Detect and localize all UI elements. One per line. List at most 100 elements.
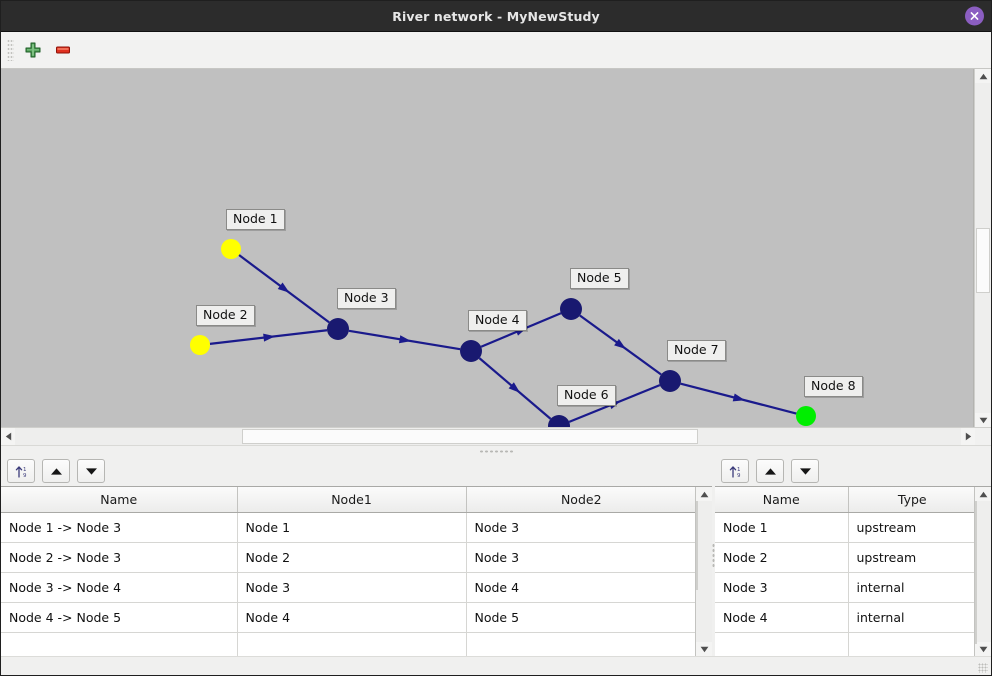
graph-node[interactable] [190, 335, 210, 355]
column-header[interactable]: Type [848, 487, 974, 513]
graph-node[interactable] [460, 340, 482, 362]
graph-horizontal-scroll-track[interactable] [15, 428, 961, 445]
nodes-scroll-down-button[interactable] [975, 642, 991, 656]
table-row-empty[interactable] [1, 632, 695, 656]
table-cell[interactable]: Node 1 -> Node 3 [1, 512, 238, 543]
close-x-icon [970, 12, 979, 20]
sort-nodes-button[interactable]: 1 9 [721, 459, 749, 483]
table-cell-empty[interactable] [1, 632, 238, 656]
graph-node[interactable] [796, 406, 816, 426]
graph-scroll-down-button[interactable] [975, 413, 991, 427]
nodes-vertical-scrollbar[interactable] [974, 487, 991, 656]
horizontal-splitter[interactable] [1, 445, 991, 456]
column-header[interactable]: Name [715, 487, 849, 513]
branches-scroll-down-button[interactable] [696, 642, 712, 656]
table-cell-empty[interactable] [237, 632, 467, 656]
graph-node[interactable] [327, 318, 349, 340]
delete-node-button[interactable] [48, 35, 78, 65]
nodes-scroll-up-button[interactable] [975, 487, 991, 501]
table-cell-empty[interactable] [715, 632, 849, 656]
move-node-up-button[interactable] [756, 459, 784, 483]
nodes-scroll-thumb[interactable] [975, 501, 977, 644]
table-cell[interactable]: Node 3 [715, 572, 849, 603]
table-cell[interactable]: Node 2 [237, 542, 467, 573]
node-label[interactable]: Node 2 [196, 305, 255, 326]
triangle-up-icon [764, 467, 776, 475]
graph-scroll-up-button[interactable] [975, 69, 991, 83]
move-branch-down-button[interactable] [77, 459, 105, 483]
table-cell[interactable]: upstream [848, 512, 974, 543]
table-cell[interactable]: Node 2 -> Node 3 [1, 542, 238, 573]
river-network-canvas[interactable]: Node 1 Node 2 Node 3 Node 4 Node 5 Node 6 Node… [1, 69, 974, 427]
node-label[interactable]: Node 3 [337, 288, 396, 309]
graph-node[interactable] [659, 370, 681, 392]
table-row-empty[interactable] [715, 632, 974, 656]
table-cell[interactable]: Node 4 -> Node 5 [1, 602, 238, 633]
column-header[interactable]: Node1 [237, 487, 467, 513]
edge-direction-arrow-icon [398, 335, 412, 344]
table-cell[interactable]: Node 3 -> Node 4 [1, 572, 238, 603]
window-resize-grip-icon[interactable] [978, 663, 988, 673]
graph-vertical-scroll-track[interactable] [975, 83, 991, 413]
sort-branches-button[interactable]: 1 9 [7, 459, 35, 483]
graph-node[interactable] [221, 239, 241, 259]
graph-vertical-scrollbar[interactable] [974, 69, 991, 427]
table-cell-empty[interactable] [466, 632, 695, 656]
close-window-button[interactable] [965, 6, 984, 26]
table-cell[interactable]: Node 3 [237, 572, 467, 603]
branches-scroll-up-button[interactable] [696, 487, 712, 501]
graph-node[interactable] [560, 298, 582, 320]
table-cell[interactable]: Node 1 [237, 512, 467, 543]
branches-scroll-track[interactable] [696, 501, 712, 642]
graph-node[interactable] [548, 415, 570, 427]
graph-horizontal-scrollbar[interactable] [1, 427, 991, 445]
column-header[interactable]: Node2 [466, 487, 695, 513]
graph-vertical-scroll-thumb[interactable] [976, 228, 990, 293]
table-cell[interactable]: internal [848, 572, 974, 603]
branches-scroll-thumb[interactable] [696, 501, 698, 590]
table-cell[interactable]: Node 1 [715, 512, 849, 543]
table-cell[interactable]: Node 3 [466, 512, 695, 543]
branches-vertical-scrollbar[interactable] [695, 487, 712, 656]
node-label[interactable]: Node 6 [557, 385, 616, 406]
move-branch-up-button[interactable] [42, 459, 70, 483]
table-cell[interactable]: internal [848, 602, 974, 633]
scrollbar-corner [975, 428, 991, 445]
table-cell[interactable]: Node 3 [466, 542, 695, 573]
move-node-down-button[interactable] [791, 459, 819, 483]
node-label[interactable]: Node 1 [226, 209, 285, 230]
triangle-down-icon [979, 646, 987, 652]
table-cell-empty[interactable] [848, 632, 974, 656]
table-cell[interactable]: Node 5 [466, 602, 695, 633]
table-cell[interactable]: Node 4 [237, 602, 467, 633]
graph-horizontal-scroll-thumb[interactable] [242, 429, 698, 444]
table-cell[interactable]: Node 2 [715, 542, 849, 573]
node-label[interactable]: Node 4 [468, 310, 527, 331]
column-header[interactable]: Name [1, 487, 238, 513]
nodes-scroll-track[interactable] [975, 501, 991, 644]
toolbar-drag-handle[interactable] [7, 39, 14, 61]
add-node-button[interactable] [18, 35, 48, 65]
node-label[interactable]: Node 5 [570, 268, 629, 289]
table-cell[interactable]: upstream [848, 542, 974, 573]
table-cell[interactable]: Node 4 [715, 602, 849, 633]
graph-scroll-right-button[interactable] [961, 428, 975, 445]
triangle-down-icon [799, 467, 811, 475]
graph-scroll-left-button[interactable] [1, 428, 15, 445]
node-label[interactable]: Node 8 [804, 376, 863, 397]
node-label[interactable]: Node 7 [667, 340, 726, 361]
vertical-splitter[interactable] [712, 456, 715, 656]
table-cell[interactable]: Node 4 [466, 572, 695, 603]
